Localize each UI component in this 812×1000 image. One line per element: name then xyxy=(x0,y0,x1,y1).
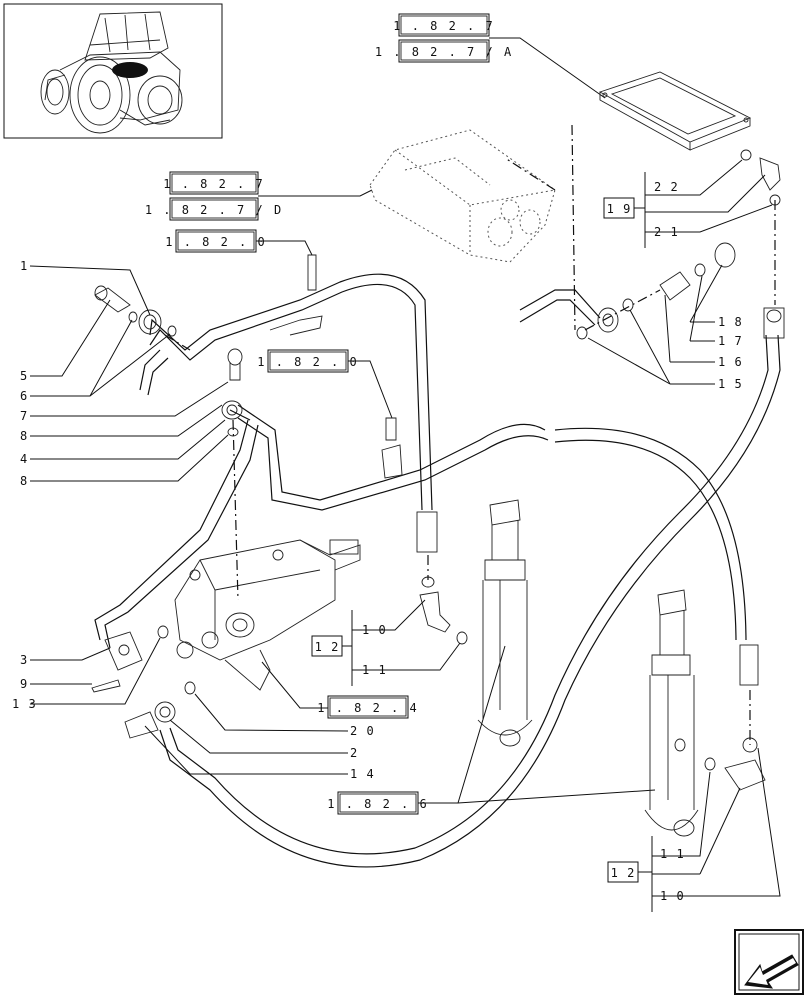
cap-18 xyxy=(714,242,736,268)
callout-group-12-right: 1 2 1 1 1 0 xyxy=(607,747,781,912)
control-valve xyxy=(174,539,361,691)
fitting-22 xyxy=(740,149,781,206)
next-page-arrow-icon[interactable] xyxy=(734,929,804,995)
ref-box-1-82-7-mid[interactable]: 1 . 8 2 . 7 xyxy=(163,171,264,195)
washer-6 xyxy=(128,311,138,323)
svg-text:4: 4 xyxy=(20,452,28,466)
svg-text:1 . 8 2 . 4: 1 . 8 2 . 4 xyxy=(317,701,418,715)
callout-8a: 8 xyxy=(20,404,223,443)
callout-4: 4 xyxy=(20,419,226,466)
cylinder-center xyxy=(477,499,533,747)
svg-text:1 9: 1 9 xyxy=(607,202,632,216)
ref-box-1-82-7-a[interactable]: 1 . 8 2 . 7 / A xyxy=(375,39,513,63)
svg-text:1 1: 1 1 xyxy=(660,847,685,861)
callout-5: 5 xyxy=(20,299,111,383)
adapter-16 xyxy=(659,271,691,301)
svg-text:1 . 8 2 . 6: 1 . 8 2 . 6 xyxy=(327,797,428,811)
washer-7 xyxy=(167,325,177,337)
callout-13: 1 3 xyxy=(12,637,161,711)
tractor-thumbnail xyxy=(3,3,223,139)
bolt-9 xyxy=(91,679,121,693)
callout-20: 2 0 xyxy=(194,693,375,738)
svg-text:1 3: 1 3 xyxy=(12,697,37,711)
svg-text:1 . 8 2 . 7: 1 . 8 2 . 7 xyxy=(163,177,264,191)
bolt-upper-clamp xyxy=(269,254,323,336)
svg-text:7: 7 xyxy=(20,409,28,423)
callout-17: 1 7 xyxy=(689,275,743,348)
svg-text:1 . 8 2 . 7 / A: 1 . 8 2 . 7 / A xyxy=(375,45,513,59)
ref-box-1-82-7-top[interactable]: 1 . 8 2 . 7 xyxy=(393,13,494,37)
svg-text:1 6: 1 6 xyxy=(718,355,743,369)
svg-text:1: 1 xyxy=(20,259,28,273)
fitting-right-top xyxy=(763,307,785,339)
svg-text:1 . 8 2 . 0: 1 . 8 2 . 0 xyxy=(257,355,358,369)
washer-20 xyxy=(184,681,196,695)
svg-text:3: 3 xyxy=(20,653,28,667)
upper-hose xyxy=(139,273,549,511)
svg-text:8: 8 xyxy=(20,429,28,443)
ref-box-1-82-0-a[interactable]: 1 . 8 2 . 0 xyxy=(165,229,266,253)
callout-15: 1 5 xyxy=(587,309,743,391)
svg-text:1 5: 1 5 xyxy=(718,377,743,391)
svg-text:8: 8 xyxy=(20,474,28,488)
banjo-fitting-3 xyxy=(104,631,143,671)
washer-13 xyxy=(157,625,169,639)
svg-text:1 . 8 2 . 7: 1 . 8 2 . 7 xyxy=(393,19,494,33)
svg-text:1 2: 1 2 xyxy=(611,866,636,880)
long-return-hose xyxy=(159,334,781,868)
hose-end-center xyxy=(416,511,438,588)
svg-text:1 4: 1 4 xyxy=(350,767,375,781)
lower-left-hose xyxy=(94,419,259,649)
cylinder-right xyxy=(644,589,699,837)
svg-text:9: 9 xyxy=(20,677,28,691)
callout-group-12-center: 1 2 1 0 1 1 xyxy=(311,599,461,686)
dotted-module xyxy=(369,129,556,263)
callout-9: 9 xyxy=(20,677,92,691)
callout-3: 3 xyxy=(20,647,111,667)
bolt-8 xyxy=(227,348,243,381)
ref-box-1-82-7-d[interactable]: 1 . 8 2 . 7 / D xyxy=(145,197,283,221)
svg-text:1 . 8 2 . 0: 1 . 8 2 . 0 xyxy=(165,235,266,249)
callout-2: 2 xyxy=(169,719,358,760)
callout-16: 1 6 xyxy=(664,294,743,369)
svg-text:6: 6 xyxy=(20,389,28,403)
callout-14: 1 4 xyxy=(144,725,375,781)
callout-7: 7 xyxy=(20,381,229,423)
ref-box-1-82-4[interactable]: 1 . 8 2 . 4 xyxy=(317,695,418,719)
ref-box-1-82-6[interactable]: 1 . 8 2 . 6 xyxy=(327,791,428,815)
svg-text:1 2: 1 2 xyxy=(315,640,340,654)
svg-text:5: 5 xyxy=(20,369,28,383)
bolt-center xyxy=(381,417,403,479)
control-unit xyxy=(598,71,752,151)
callout-6: 6 xyxy=(20,319,171,403)
callout-group-19: 1 9 2 2 2 1 xyxy=(603,159,773,248)
elbow-fitting-10 xyxy=(419,591,468,645)
washer-17 xyxy=(694,263,706,277)
banjo-fitting-14 xyxy=(124,701,176,739)
callout-8b: 8 xyxy=(20,434,229,488)
svg-text:1 7: 1 7 xyxy=(718,334,743,348)
svg-text:2 2: 2 2 xyxy=(654,180,679,194)
ref-box-1-82-0-b[interactable]: 1 . 8 2 . 0 xyxy=(257,349,358,373)
highlighted-area xyxy=(112,62,148,78)
callout-1: 1 xyxy=(20,259,151,316)
svg-text:1 . 8 2 . 7 / D: 1 . 8 2 . 7 / D xyxy=(145,203,283,217)
svg-text:2: 2 xyxy=(350,746,358,760)
elbow-fitting-right xyxy=(674,738,766,791)
svg-text:1 8: 1 8 xyxy=(718,315,743,329)
bolt-5 xyxy=(94,285,131,313)
banjo-fitting-1 xyxy=(138,309,162,335)
svg-text:2 0: 2 0 xyxy=(350,724,375,738)
hose-end-right-lower xyxy=(739,644,759,753)
right-hose xyxy=(229,289,747,641)
